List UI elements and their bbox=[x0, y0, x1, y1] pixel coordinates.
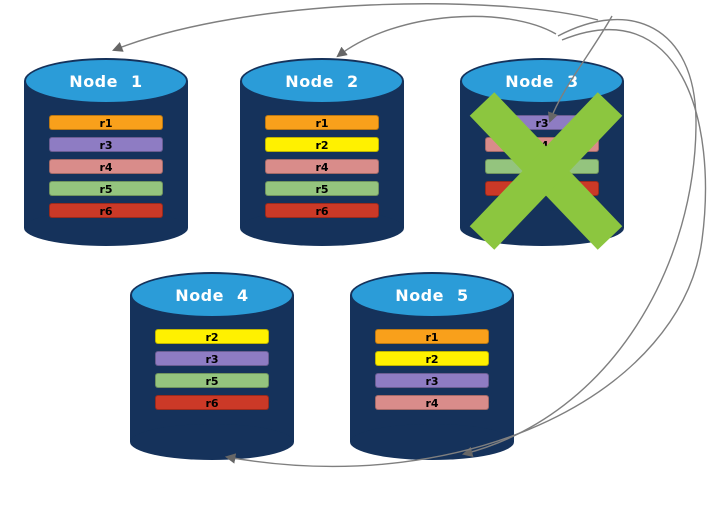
replica-bar-r5: r5 bbox=[155, 373, 269, 388]
replica-bar-r2: r2 bbox=[265, 137, 379, 152]
replica-bar-r3: r3 bbox=[485, 115, 599, 130]
replica-bar-r3: r3 bbox=[375, 373, 489, 388]
node-label: Node 2 bbox=[285, 71, 359, 91]
replica-list: r3 r4 r5 r6 bbox=[485, 115, 599, 196]
node-cylinder-1: Node 1 r1 r3 r4 r5 r6 bbox=[24, 58, 188, 246]
cylinder-top: Node 1 bbox=[24, 58, 188, 104]
replica-bar-r6: r6 bbox=[265, 203, 379, 218]
node-cylinder-5: Node 5 r1 r2 r3 r4 bbox=[350, 272, 514, 460]
replica-bar-r1: r1 bbox=[49, 115, 163, 130]
replica-bar-r3: r3 bbox=[155, 351, 269, 366]
cylinder-top: Node 5 bbox=[350, 272, 514, 318]
cylinder-top: Node 3 bbox=[460, 58, 624, 104]
node-label: Node 5 bbox=[395, 285, 469, 305]
node-label: Node 1 bbox=[69, 71, 143, 91]
node-cylinder-4: Node 4 r2 r3 r5 r6 bbox=[130, 272, 294, 460]
replica-bar-r6: r6 bbox=[155, 395, 269, 410]
replica-bar-r4: r4 bbox=[485, 137, 599, 152]
replica-bar-r4: r4 bbox=[375, 395, 489, 410]
replica-bar-r5: r5 bbox=[265, 181, 379, 196]
replica-bar-r4: r4 bbox=[265, 159, 379, 174]
replica-list: r1 r3 r4 r5 r6 bbox=[49, 115, 163, 218]
arrow-node3-to-node1 bbox=[112, 3, 599, 52]
node-cylinder-3: Node 3 r3 r4 r5 r6 bbox=[460, 58, 624, 246]
cylinder-bottom bbox=[350, 424, 514, 460]
replica-bar-r6: r6 bbox=[485, 181, 599, 196]
cylinder-bottom bbox=[460, 210, 624, 246]
node-label: Node 4 bbox=[175, 285, 249, 305]
replica-bar-r1: r1 bbox=[265, 115, 379, 130]
replica-bar-r6: r6 bbox=[49, 203, 163, 218]
replica-bar-r2: r2 bbox=[375, 351, 489, 366]
cylinder-top: Node 2 bbox=[240, 58, 404, 104]
replica-list: r1 r2 r4 r5 r6 bbox=[265, 115, 379, 218]
cylinder-top: Node 4 bbox=[130, 272, 294, 318]
arrow-node3-to-node2 bbox=[336, 15, 557, 58]
replica-bar-r3: r3 bbox=[49, 137, 163, 152]
cylinder-bottom bbox=[130, 424, 294, 460]
replica-bar-r5: r5 bbox=[49, 181, 163, 196]
replica-bar-r2: r2 bbox=[155, 329, 269, 344]
replica-bar-r5: r5 bbox=[485, 159, 599, 174]
replica-bar-r1: r1 bbox=[375, 329, 489, 344]
node-label: Node 3 bbox=[505, 71, 579, 91]
replica-list: r2 r3 r5 r6 bbox=[155, 329, 269, 410]
node-cylinder-2: Node 2 r1 r2 r4 r5 r6 bbox=[240, 58, 404, 246]
replica-list: r1 r2 r3 r4 bbox=[375, 329, 489, 410]
replica-bar-r4: r4 bbox=[49, 159, 163, 174]
